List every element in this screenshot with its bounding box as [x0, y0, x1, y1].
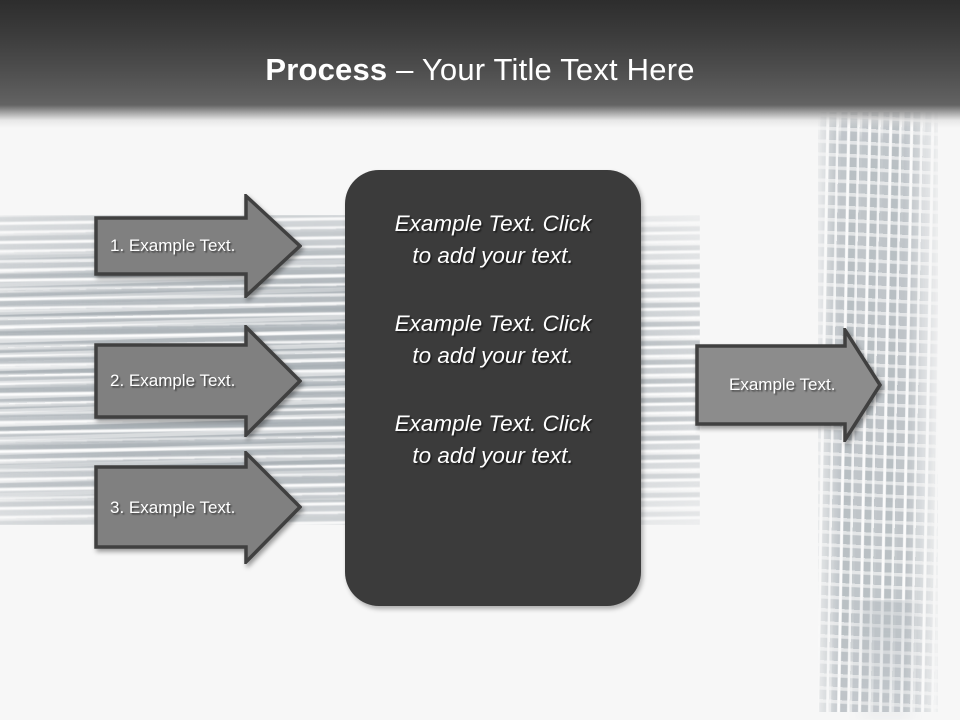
page-title-rest: – Your Title Text Here	[387, 52, 695, 87]
arrow-output[interactable]: Example Text.	[695, 328, 882, 442]
arrow-right-icon	[94, 451, 302, 564]
arrow-step-2[interactable]: 2. Example Text.	[94, 325, 302, 437]
process-detail-box[interactable]: Example Text. Click to add your text. Ex…	[345, 170, 641, 606]
arrow-step-1[interactable]: 1. Example Text.	[94, 194, 302, 298]
arrow-right-icon	[695, 328, 882, 442]
arrow-step-1-label: 1. Example Text.	[110, 236, 236, 255]
process-detail-paragraph-2: Example Text. Click to add your text.	[394, 311, 592, 368]
page-title-bold: Process	[265, 52, 388, 87]
page-title: Process – Your Title Text Here	[0, 52, 960, 88]
arrow-right-icon	[94, 325, 302, 437]
process-detail-paragraph-1: Example Text. Click to add your text.	[394, 211, 592, 268]
process-detail-paragraph-3: Example Text. Click to add your text.	[394, 411, 592, 468]
title-banner: Process – Your Title Text Here	[0, 0, 960, 128]
arrow-right-icon	[94, 194, 302, 298]
brush-stroke-right-tail-icon	[848, 600, 922, 720]
arrow-step-2-label: 2. Example Text.	[110, 371, 236, 390]
arrow-step-3-label: 3. Example Text.	[110, 497, 236, 517]
arrow-step-3[interactable]: 3. Example Text.	[94, 451, 302, 564]
arrow-output-label: Example Text.	[729, 375, 836, 394]
